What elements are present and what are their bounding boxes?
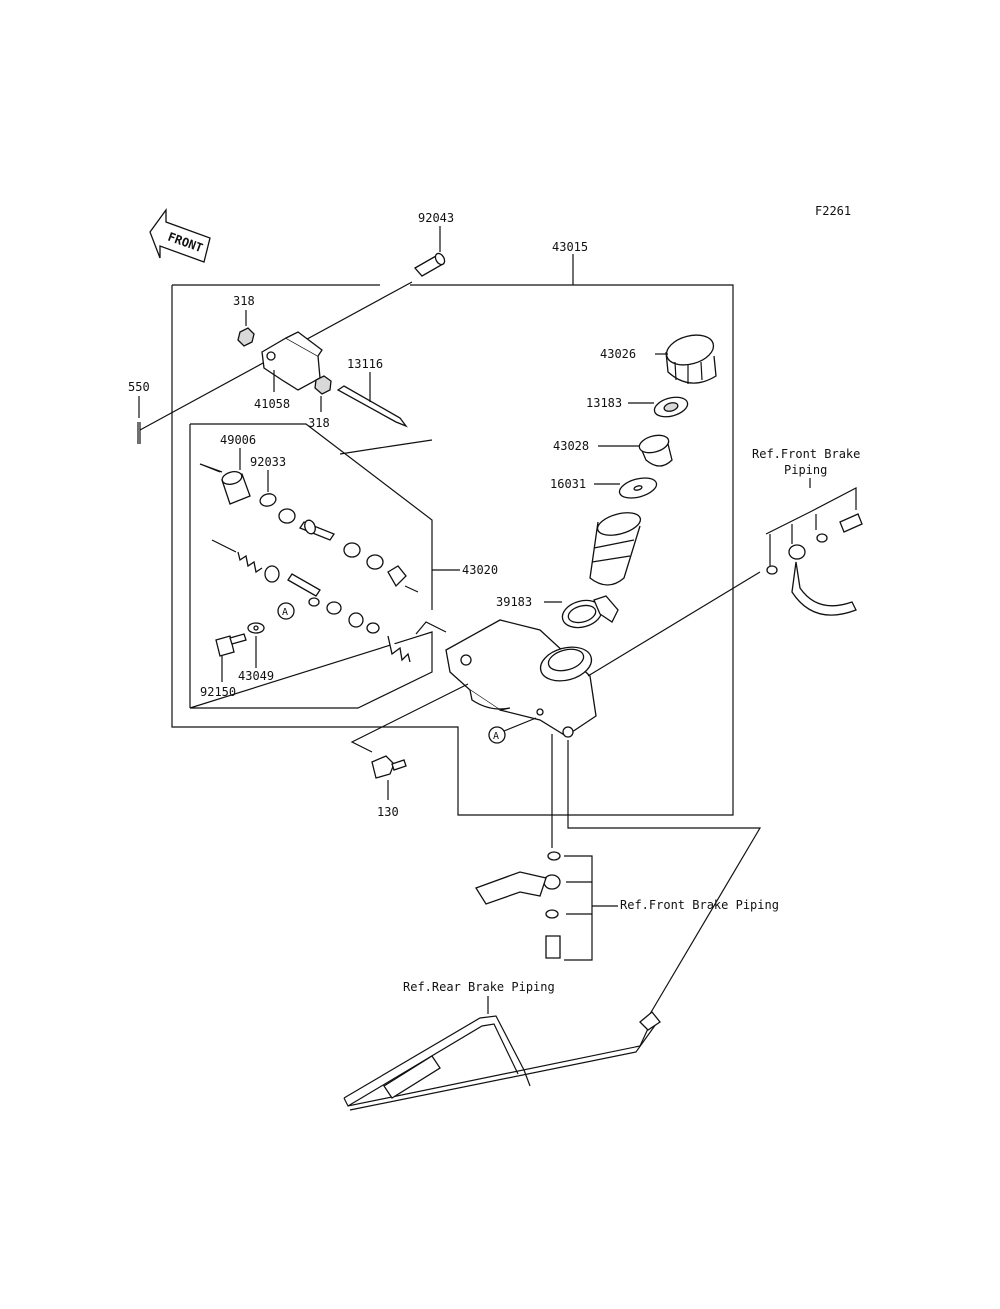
part-label-41058: 41058 [254, 397, 290, 411]
part-label-13183: 13183 [586, 396, 622, 410]
front-brake-hose-bottom [475, 851, 561, 959]
part-label-92043: 92043 [418, 211, 454, 225]
rear-brake-pipe [343, 1011, 661, 1111]
svg-text:A: A [282, 607, 288, 618]
ref-front-brake-piping-bottom: Ref.Front Brake Piping [620, 898, 779, 912]
push-rod-13116 [336, 385, 408, 428]
washer-43049 [247, 622, 265, 634]
front-brake-hose-top [766, 513, 863, 616]
front-arrow-icon: FRONT [149, 208, 211, 263]
spring-lower [387, 635, 411, 663]
callout-marker-a-outer: A [488, 726, 506, 744]
callout-marker-a-inner: A [277, 602, 295, 620]
part-label-318-lower: 318 [308, 416, 330, 430]
kit-parts-row-1 [278, 508, 407, 588]
hose-clamp-39183 [561, 595, 619, 629]
assembly-bracket-43015 [171, 284, 734, 816]
part-label-49006: 49006 [220, 433, 256, 447]
part-label-130: 130 [377, 805, 399, 819]
nut-318-top [237, 327, 255, 347]
part-label-43026: 43026 [600, 347, 636, 361]
part-label-16031: 16031 [550, 477, 586, 491]
nut-318-lower [314, 375, 332, 395]
reservoir-cap-43026 [665, 334, 717, 384]
pin-92043 [413, 252, 446, 277]
part-label-92150: 92150 [200, 685, 236, 699]
part-label-39183: 39183 [496, 595, 532, 609]
master-cylinder-body [445, 619, 597, 738]
part-label-43015: 43015 [552, 240, 588, 254]
cotter-pin-550 [137, 422, 141, 444]
spring-upper [211, 539, 380, 634]
part-label-550: 550 [128, 380, 150, 394]
bolt-92150 [215, 633, 247, 657]
washer-16031 [618, 477, 658, 499]
svg-text:A: A [493, 731, 499, 742]
piston-cup-49006 [221, 471, 251, 505]
ref-rear-brake-piping: Ref.Rear Brake Piping [403, 980, 555, 994]
bolt-130 [371, 755, 407, 779]
ref-front-brake-piping-top-line2: Piping [784, 463, 827, 477]
part-label-13116: 13116 [347, 357, 383, 371]
figure-code: F2261 [815, 204, 851, 218]
reservoir-boot [589, 512, 642, 586]
part-label-92033: 92033 [250, 455, 286, 469]
part-label-318-top: 318 [233, 294, 255, 308]
part-label-43049: 43049 [238, 669, 274, 683]
ref-front-brake-piping-top-line1: Ref.Front Brake [752, 447, 860, 461]
clevis-41058 [261, 331, 323, 391]
part-label-43020: 43020 [462, 563, 498, 577]
diaphragm-plate-13183 [653, 396, 689, 418]
circlip-92033 [259, 493, 277, 507]
kit-bracket-43020 [189, 423, 433, 709]
diaphragm-43028 [638, 434, 673, 467]
part-label-43028: 43028 [553, 439, 589, 453]
